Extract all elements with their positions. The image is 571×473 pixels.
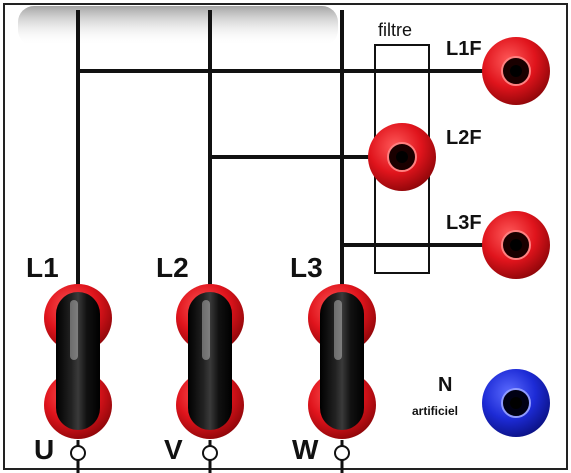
terminal-label-w: W (292, 434, 319, 465)
output-label-l1f: L1F (446, 38, 482, 60)
socket-pair-l2-v (176, 284, 244, 439)
neutral-sublabel: artificiel (412, 404, 459, 418)
top-shadow (18, 6, 338, 46)
socket-l2f (368, 123, 436, 191)
terminal-v-dot (202, 445, 218, 461)
socket-neutral (482, 369, 550, 437)
phase-label-l1: L1 (26, 252, 59, 283)
output-label-l2f: L2F (446, 127, 482, 149)
filter-label: filtre (378, 20, 413, 40)
terminal-label-v: V (164, 434, 183, 465)
socket-l3f (482, 211, 550, 279)
neutral-label: N (438, 374, 453, 396)
terminal-label-u: U (34, 434, 55, 465)
socket-pair-l3-w (308, 284, 376, 439)
socket-pair-l1-u (44, 284, 112, 439)
phase-label-l3: L3 (290, 252, 323, 283)
phase-label-l2: L2 (156, 252, 189, 283)
socket-l1f (482, 37, 550, 105)
output-label-l3f: L3F (446, 212, 482, 234)
terminal-w-dot (334, 445, 350, 461)
terminal-u-dot (70, 445, 86, 461)
